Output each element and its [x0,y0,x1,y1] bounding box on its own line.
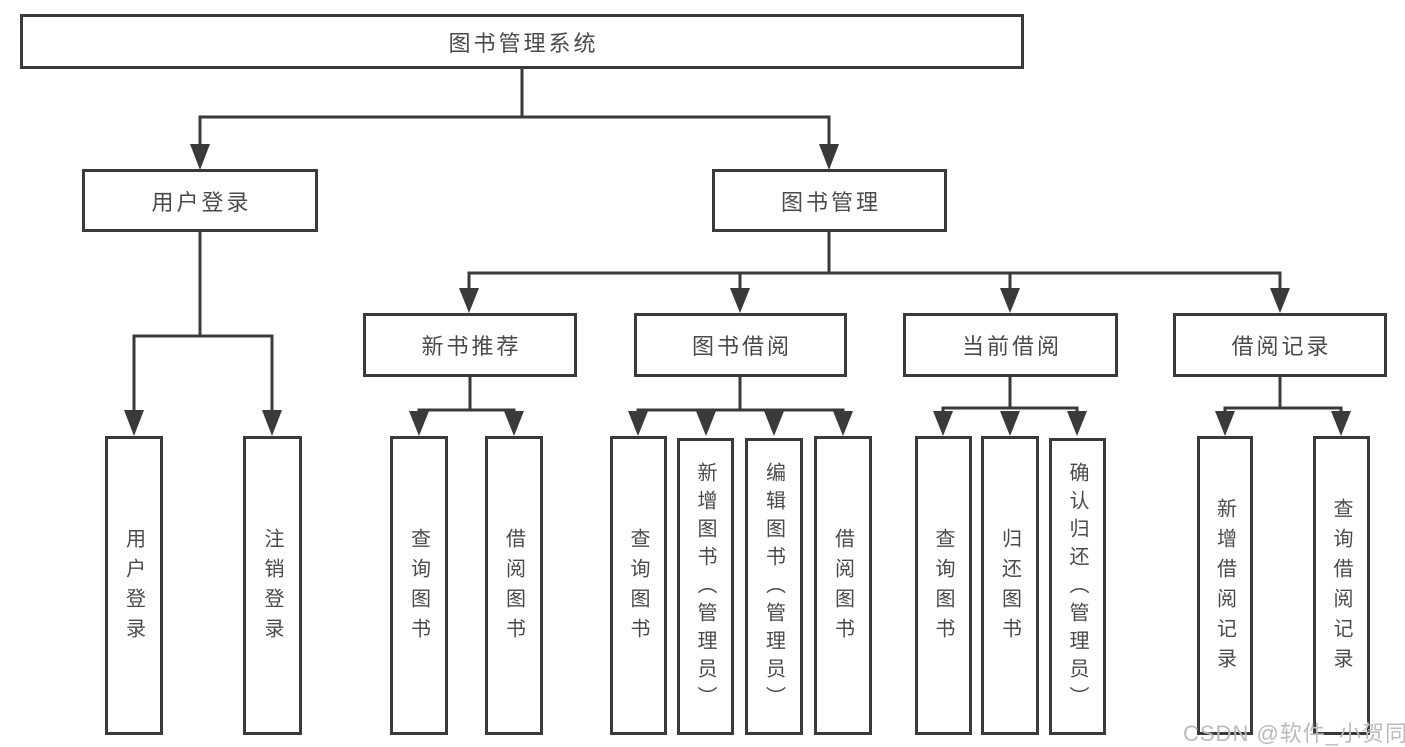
leaf-query-books-borrowing: 查询图书 [610,436,667,735]
leaf-return-books: 归还图书 [981,436,1039,735]
leaf-query-books-recommend: 查询图书 [390,436,448,735]
arrowheads [124,144,1351,436]
leaf-add-borrow-record: 新增借阅记录 [1197,436,1253,735]
leaf-add-books-admin: 新增图书（管理员） [677,438,734,735]
leaf-borrow-books-borrowing: 借阅图书 [814,436,872,735]
node-new-book-recommend: 新书推荐 [363,313,577,377]
leaf-user-login: 用户登录 [105,436,163,735]
node-library-management-system: 图书管理系统 [20,14,1024,69]
csdn-watermark: CSDN @软件_小贺同学 [1183,721,1405,746]
node-user-login-group: 用户登录 [82,169,318,232]
leaf-confirm-return-admin: 确认归还（管理员） [1049,438,1106,735]
node-borrowing-records: 借阅记录 [1173,313,1387,377]
node-current-borrowing: 当前借阅 [903,313,1118,377]
leaf-query-borrow-record: 查询借阅记录 [1313,436,1370,735]
leaf-edit-books-admin: 编辑图书（管理员） [745,438,803,735]
node-book-borrowing: 图书借阅 [634,313,847,377]
leaf-query-books-current: 查询图书 [915,436,972,735]
node-book-management-group: 图书管理 [712,169,947,232]
leaf-logout: 注销登录 [243,436,302,735]
leaf-borrow-books-recommend: 借阅图书 [485,436,543,735]
